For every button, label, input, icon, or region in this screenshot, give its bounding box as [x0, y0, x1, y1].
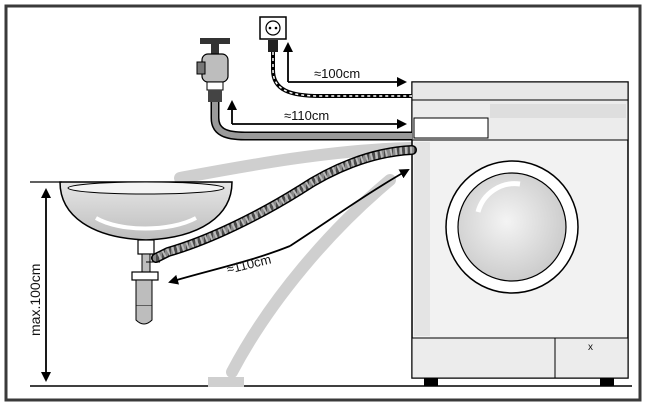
drain-hose-dimension	[168, 169, 410, 285]
svg-text:x: x	[588, 342, 593, 353]
inlet-hose-dimension	[227, 100, 407, 129]
power-cord-dimension	[283, 42, 407, 87]
power-socket-icon	[259, 16, 287, 40]
wash-basin-icon	[59, 181, 233, 325]
inlet-hose-length-label: ≈110cm	[284, 108, 329, 123]
height-dimension	[30, 181, 62, 382]
power-cord-length-label: ≈100cm	[314, 66, 360, 81]
washing-machine-icon: x	[411, 81, 629, 386]
max-height-label: max.100cm	[27, 264, 43, 336]
ghost-hose	[174, 142, 416, 387]
water-tap-icon	[196, 38, 230, 102]
plug-icon	[268, 40, 412, 98]
